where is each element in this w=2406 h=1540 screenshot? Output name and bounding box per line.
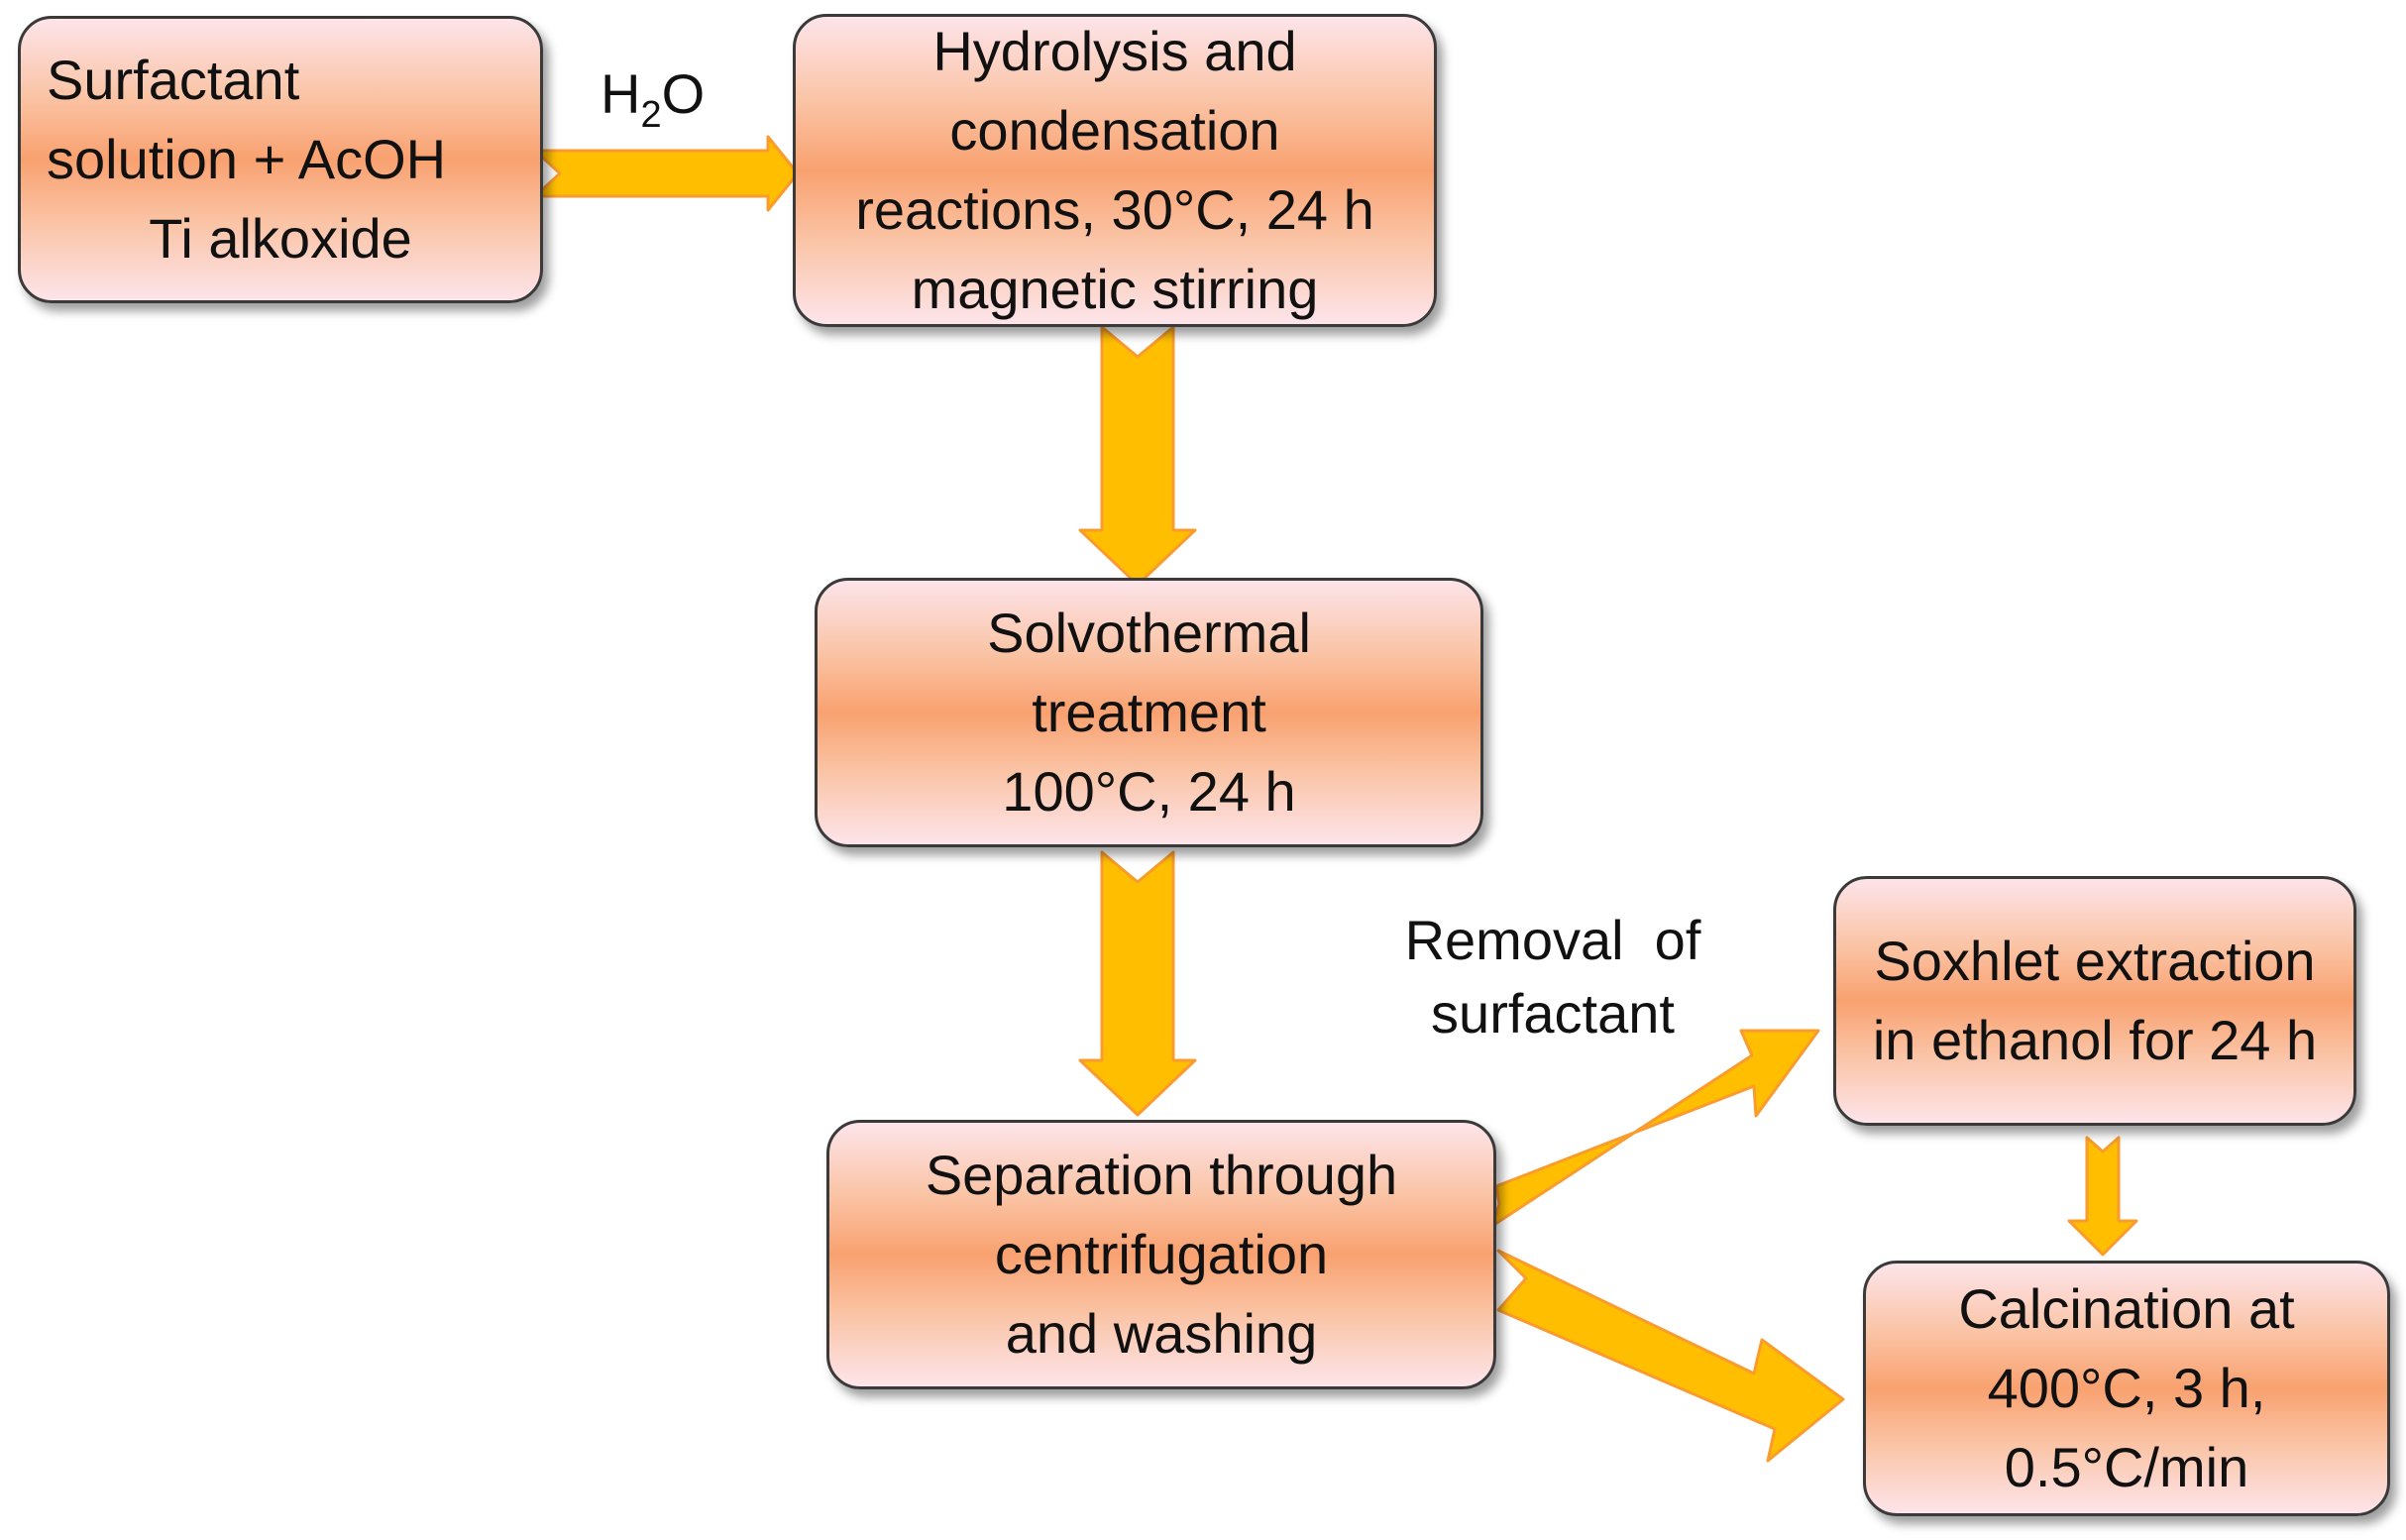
step-line: treatment [1032, 681, 1266, 743]
step-line: Soxhlet extraction [1874, 930, 2316, 992]
removal-of-surfactant-label: Removal of surfactant [1379, 904, 1726, 1050]
step-line: and washing [1005, 1302, 1318, 1365]
step-line: Calcination at [1958, 1277, 2295, 1340]
water-o: O [661, 62, 706, 125]
step-line: reactions, 30°C, 24 h [855, 178, 1374, 241]
step-hydrolysis-condensation: Hydrolysis and condensation reactions, 3… [793, 14, 1437, 327]
arrow-separation-to-calcination [1496, 1249, 1845, 1463]
water-formula: H2O [601, 57, 706, 134]
step-surfactant-solution: Surfactant solution + AcOH Ti alkoxide [18, 16, 543, 303]
step-solvothermal-treatment: Solvothermal treatment 100°C, 24 h [815, 578, 1483, 847]
water-h: H [601, 62, 641, 125]
arrow-soxhlet-to-calcination [2067, 1136, 2138, 1257]
arrow-hydrolysis-to-solvothermal [1078, 325, 1197, 587]
step-separation-washing: Separation through centrifugation and wa… [826, 1120, 1496, 1389]
step-line: in ethanol for 24 h [1872, 1009, 2318, 1071]
step-line: condensation [949, 99, 1280, 162]
step-line: solution + AcOH [47, 128, 447, 190]
step-line: centrifugation [994, 1223, 1329, 1285]
step-line: Solvothermal [987, 602, 1311, 664]
step-line: Separation through [925, 1144, 1398, 1206]
step-line: 0.5°C/min [2004, 1436, 2249, 1498]
water-subscript: 2 [640, 94, 662, 136]
step-calcination: Calcination at 400°C, 3 h, 0.5°C/min [1863, 1261, 2390, 1516]
step-soxhlet-extraction: Soxhlet extraction in ethanol for 24 h [1833, 876, 2356, 1126]
step-line: Surfactant [47, 49, 300, 111]
step-line: 400°C, 3 h, [1987, 1357, 2266, 1419]
step-line: 100°C, 24 h [1002, 760, 1296, 823]
step-line: Ti alkoxide [149, 207, 412, 270]
arrow-separation-to-soxhlet [1490, 1029, 1820, 1228]
removal-line: Removal of [1404, 909, 1701, 971]
removal-line: surfactant [1431, 982, 1675, 1045]
water-reagent-label: H2O [601, 57, 706, 134]
arrow-start-to-hydrolysis [533, 135, 800, 212]
step-line: Hydrolysis and [932, 20, 1297, 82]
step-line: magnetic stirring [911, 258, 1319, 320]
arrow-solvothermal-to-separation [1078, 850, 1197, 1117]
